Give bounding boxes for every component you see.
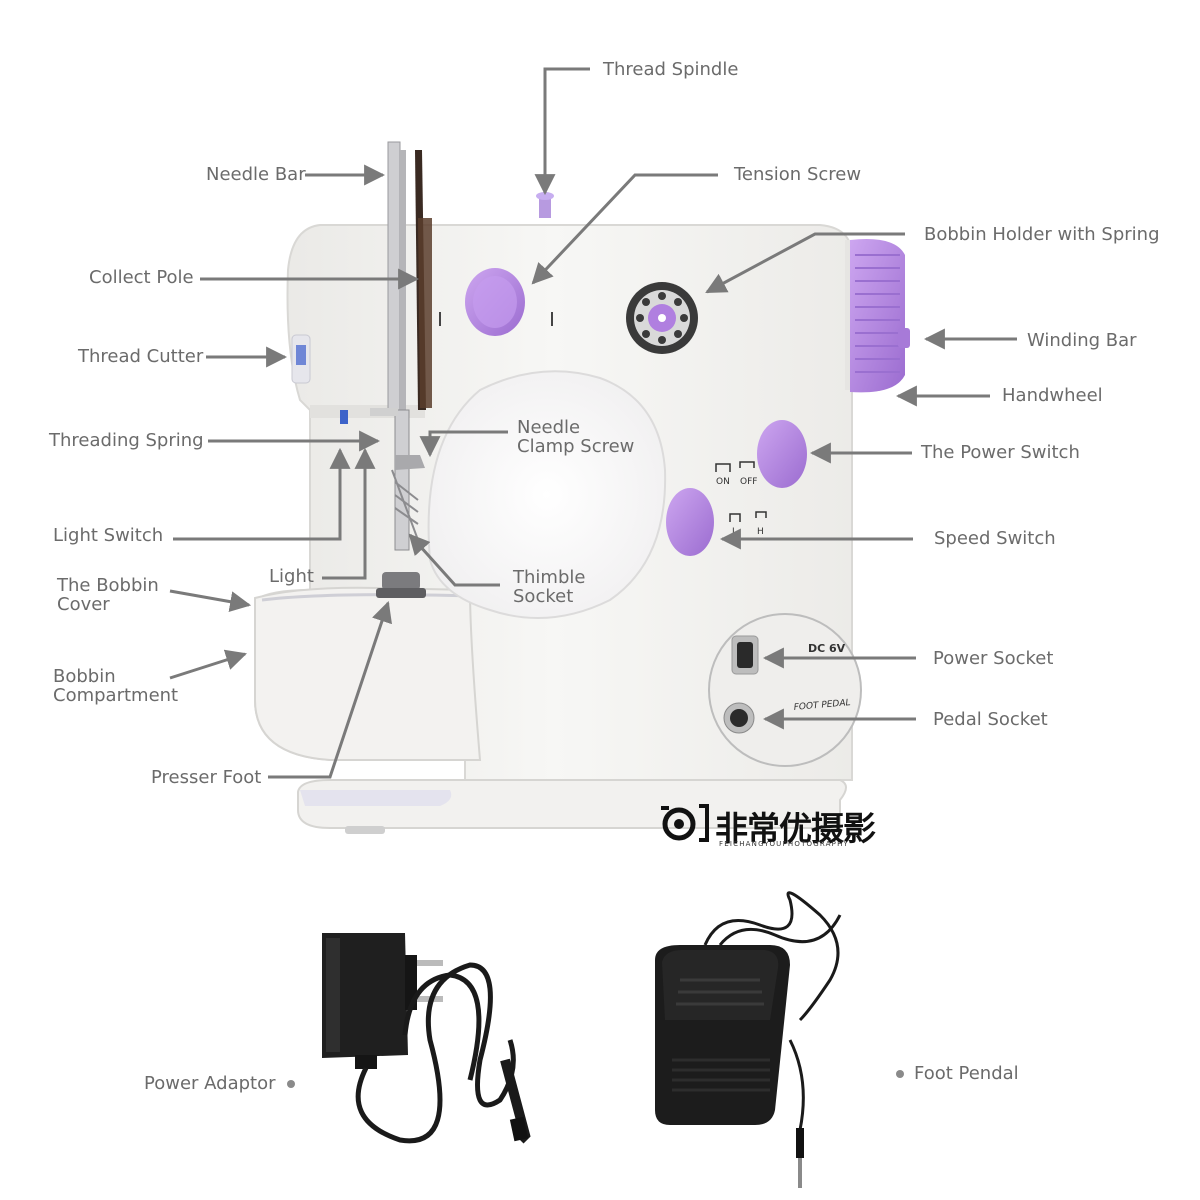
label-bobbin-comp-line1: Bobbin: [53, 666, 116, 687]
label-bobbin-holder: Bobbin Holder with Spring: [924, 224, 1160, 245]
label-bobbin-cover: The Bobbin Cover: [57, 576, 159, 614]
thread-cutter: [291, 334, 311, 384]
tension-screw-dial: [439, 268, 553, 336]
label-needle-clamp-line1: Needle: [517, 417, 581, 438]
label-bobbin-cover-line2: Cover: [57, 594, 110, 615]
thread-spindle: [536, 192, 554, 218]
foot-pedal-image: [655, 891, 842, 1188]
label-speed-switch: Speed Switch: [934, 528, 1056, 549]
camera-logo-icon: [661, 804, 709, 842]
label-thimble-line1: Thimble: [513, 567, 586, 588]
label-bobbin-comp-line2: Compartment: [53, 685, 179, 706]
foot-pendal-bullet: [896, 1070, 904, 1078]
label-thread-cutter: Thread Cutter: [78, 346, 204, 367]
label-bobbin-cover-line1: The Bobbin: [57, 575, 159, 596]
watermark-subtext: FEICHANGYOUPHOTOGRAPHY: [719, 840, 850, 848]
handwheel: [850, 239, 910, 393]
label-power-adaptor: Power Adaptor: [144, 1073, 276, 1094]
label-power-switch: The Power Switch: [921, 442, 1080, 463]
label-presser-foot: Presser Foot: [151, 767, 262, 788]
label-light: Light: [269, 566, 314, 587]
label-thimble-socket: Thimble Socket: [513, 568, 585, 606]
label-threading-spring: Threading Spring: [49, 430, 204, 451]
leader-lines: [169, 67, 1017, 779]
low-marking: L: [732, 527, 737, 537]
label-thread-spindle: Thread Spindle: [603, 59, 739, 80]
label-needle-clamp-screw: Needle Clamp Screw: [517, 418, 634, 456]
label-collect-pole: Collect Pole: [89, 267, 194, 288]
label-needle-bar: Needle Bar: [206, 164, 306, 185]
foot-pedal-marking: FOOT PEDAL: [793, 698, 851, 713]
label-foot-pendal: Foot Pendal: [914, 1063, 1019, 1084]
label-pedal-socket: Pedal Socket: [933, 709, 1048, 730]
bobbin-holder: [626, 282, 698, 354]
watermark-text: 非常优摄影: [715, 809, 876, 848]
high-marking: H: [757, 527, 764, 537]
label-bobbin-compartment: Bobbin Compartment: [53, 667, 178, 705]
label-winding-bar: Winding Bar: [1027, 330, 1137, 351]
dc-marking: DC 6V: [808, 642, 846, 655]
label-needle-clamp-line2: Clamp Screw: [517, 436, 635, 457]
label-power-socket: Power Socket: [933, 648, 1054, 669]
label-light-switch: Light Switch: [53, 525, 164, 546]
socket-detail-circle: DC 6V FOOT PEDAL: [708, 613, 862, 767]
label-handwheel: Handwheel: [1002, 385, 1103, 406]
power-switch-button: [757, 420, 807, 488]
off-marking: OFF: [740, 477, 757, 487]
power-adaptor-image: [322, 933, 531, 1144]
on-marking: ON: [716, 477, 730, 487]
label-thimble-line2: Socket: [513, 586, 574, 607]
watermark-logo: 非常优摄影 FEICHANGYOUPHOTOGRAPHY: [655, 800, 885, 850]
label-tension-screw: Tension Screw: [734, 164, 862, 185]
speed-switch-button: [666, 488, 714, 556]
power-adaptor-bullet: [287, 1080, 295, 1088]
